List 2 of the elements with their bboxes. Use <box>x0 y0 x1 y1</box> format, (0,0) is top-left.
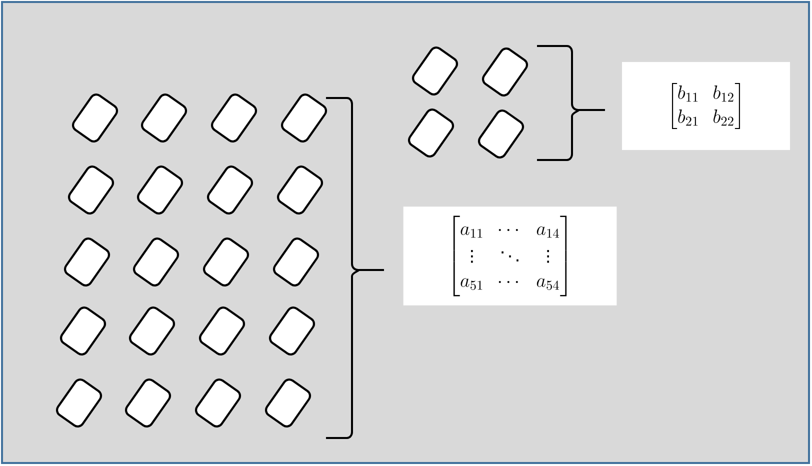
matrix-box: $\begin{bmatrix} a_{11} & \cdots & a_{14} \\ \vdots & \ddots & \vdots \\ a_{51} & \cdots & a_{54} \end{bmatrix}$ <box>403 206 617 306</box>
matrix-box: $\begin{bmatrix} b_{11} & b_{12} \\ b_{21} & b_{22} \end{bmatrix}$ <box>622 62 790 150</box>
